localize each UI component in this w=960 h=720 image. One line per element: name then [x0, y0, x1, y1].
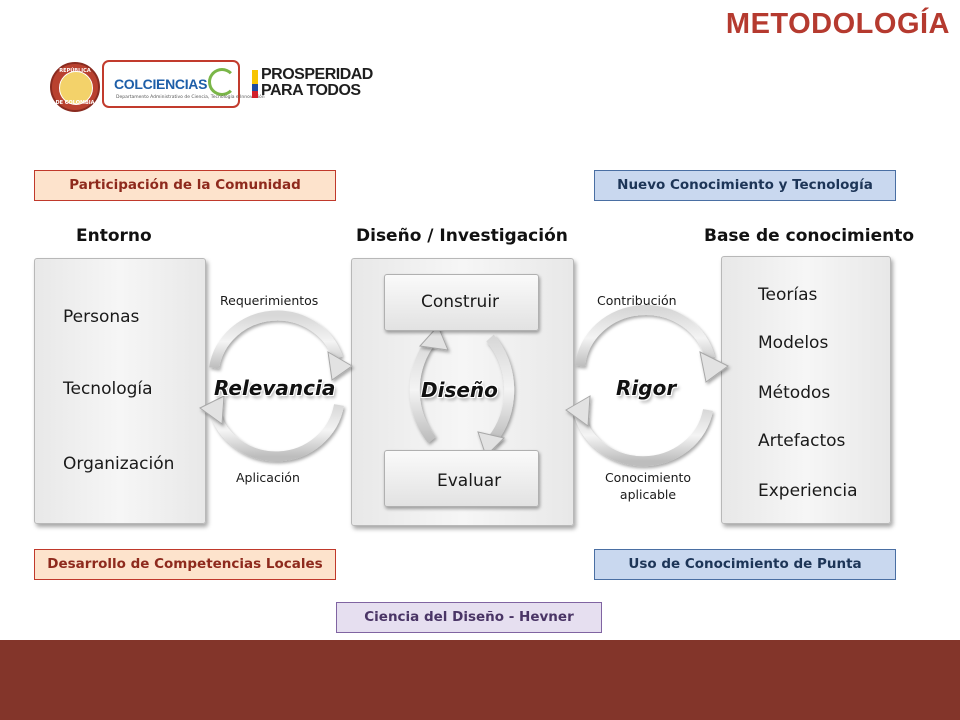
base-item-modelos: Modelos: [758, 333, 829, 353]
conocimiento-line1: Conocimiento: [604, 470, 692, 485]
relevance-arc-bottom: [209, 404, 344, 462]
seal-text-bottom: DE COLOMBIA: [55, 100, 95, 106]
tag-desarrollo: Desarrollo de Competencias Locales: [34, 549, 336, 580]
base-item-metodos: Métodos: [758, 383, 831, 403]
rigor-arc-bottom: [573, 408, 713, 467]
construir-label: Construir: [421, 292, 500, 312]
construir-box: Construir: [384, 274, 539, 331]
base-item-teorias: Teorías: [758, 285, 818, 305]
evaluar-box: Evaluar: [384, 450, 539, 507]
header-base-conocimiento: Base de conocimiento: [704, 226, 915, 246]
colciencias-subtitle: Departamento Administrativo de Ciencia, …: [116, 95, 265, 100]
relevance-arrowhead-left: [199, 395, 225, 425]
tag-ciencia-diseno: Ciencia del Diseño - Hevner: [336, 602, 602, 633]
seal-emblem-icon: [59, 71, 93, 105]
rigor-arc-top: [575, 304, 715, 367]
header-entorno: Entorno: [76, 226, 152, 246]
entorno-item-tecnologia: Tecnología: [63, 379, 153, 399]
design-arc-right: [486, 334, 515, 444]
base-conocimiento-panel: Teorías Modelos Métodos Artefactos Exper…: [721, 256, 891, 524]
tag-participacion: Participación de la Comunidad: [34, 170, 336, 201]
base-item-artefactos: Artefactos: [758, 431, 846, 451]
colombia-seal-logo: REPÚBLICA DE COLOMBIA: [50, 62, 100, 112]
requerimientos-label: Requerimientos: [220, 293, 319, 308]
entorno-item-organizacion: Organización: [63, 454, 175, 474]
contribucion-label: Contribución: [597, 293, 677, 308]
rigor-label: Rigor: [616, 376, 677, 400]
page-title: METODOLOGÍA: [725, 8, 950, 40]
prosperidad-line2: PARA TODOS: [261, 82, 361, 99]
base-item-experiencia: Experiencia: [758, 481, 858, 501]
colciencias-swirl-icon: [208, 68, 236, 96]
entorno-panel: Personas Tecnología Organización: [34, 258, 206, 524]
evaluar-label: Evaluar: [437, 471, 502, 491]
conocimiento-aplicable-label: Conocimiento aplicable: [596, 469, 700, 503]
conocimiento-line2: aplicable: [619, 487, 677, 502]
seal-text-top: REPÚBLICA: [59, 68, 91, 74]
prosperidad-line1: PROSPERIDAD: [261, 66, 373, 83]
aplicacion-label: Aplicación: [236, 470, 300, 485]
design-arc-left: [409, 336, 436, 444]
relevance-label: Relevancia: [214, 376, 336, 400]
entorno-item-personas: Personas: [63, 307, 140, 327]
flag-stripe-icon: [252, 70, 258, 98]
colciencias-name: COLCIENCIAS: [114, 76, 208, 92]
colciencias-logo: COLCIENCIAS Departamento Administrativo …: [102, 60, 265, 108]
footer-band: [0, 640, 960, 720]
tag-uso-conocimiento: Uso de Conocimiento de Punta: [594, 549, 896, 580]
tag-nuevo-conocimiento: Nuevo Conocimiento y Tecnología: [594, 170, 896, 201]
design-arrowhead-top: [419, 325, 449, 351]
rigor-arrowhead-left: [565, 395, 591, 427]
design-cycle-label: Diseño: [421, 378, 498, 402]
rigor-arrowhead-right: [699, 351, 729, 383]
header-diseno-investigacion: Diseño / Investigación: [356, 226, 568, 246]
relevance-arc-top: [209, 310, 343, 369]
relevance-arrowhead-right: [327, 351, 353, 381]
